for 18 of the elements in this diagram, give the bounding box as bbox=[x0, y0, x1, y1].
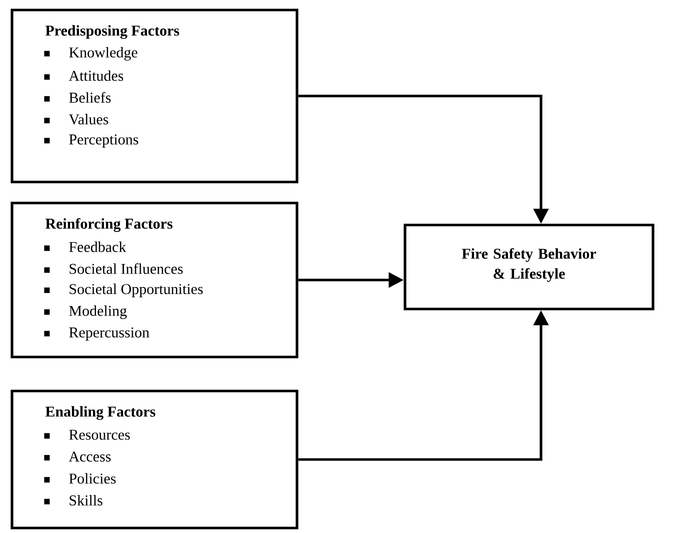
list-item: Societal Influences bbox=[44, 263, 183, 274]
list-item: Repercussion bbox=[44, 327, 150, 341]
box-heading: Fire Safety Behavior & Lifestyle bbox=[462, 248, 596, 282]
list-item: Societal Opportunities bbox=[44, 284, 203, 298]
list-item: Feedback bbox=[44, 242, 126, 252]
list-item: Values bbox=[44, 114, 108, 125]
list-item: Beliefs bbox=[44, 92, 111, 103]
list-item: Knowledge bbox=[44, 47, 138, 61]
list-item: Access bbox=[44, 452, 111, 462]
list-item: Modeling bbox=[44, 305, 127, 320]
list-item: Policies bbox=[44, 473, 116, 484]
box-heading: Enabling Factors bbox=[45, 406, 156, 420]
list-item: Attitudes bbox=[44, 70, 124, 81]
box-heading: Predisposing Factors bbox=[45, 25, 180, 39]
list-item: Perceptions bbox=[44, 134, 138, 148]
list-item: Resources bbox=[44, 430, 130, 440]
box-heading: Reinforcing Factors bbox=[45, 218, 172, 232]
list-item: Skills bbox=[44, 494, 102, 506]
